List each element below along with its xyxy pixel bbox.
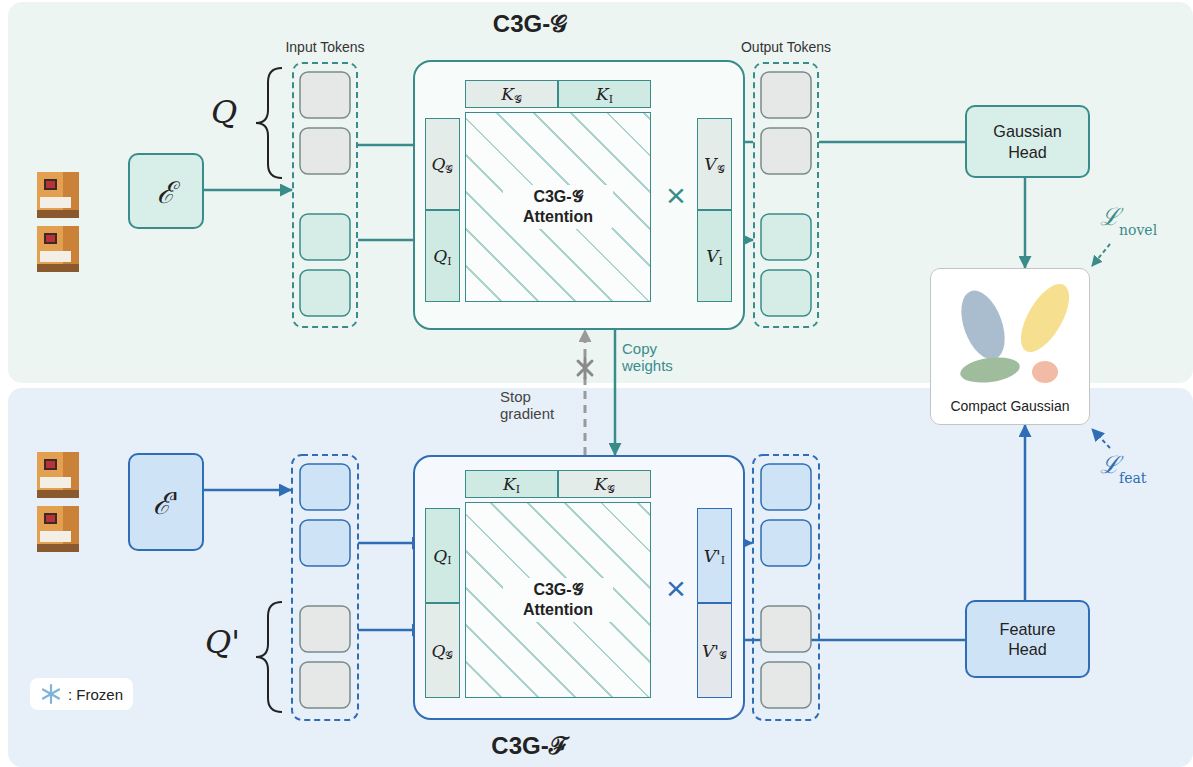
math-label: Q [211, 94, 237, 131]
legend-text: : Frozen [68, 686, 123, 703]
encoder-symbol: ℰ' [153, 482, 179, 523]
connector [1024, 178, 1027, 268]
panel-band: C3G-ℱℰ'×KIK𝒢QIQ𝒢C3G-𝒢 AttentionV'IV'𝒢Fea… [8, 388, 1193, 767]
value-cell: V'I [697, 508, 732, 603]
encoder-box: ℰ [128, 153, 204, 229]
math-subscript: I [447, 255, 451, 268]
value-cell: V'𝒢 [697, 603, 732, 698]
input-photo [37, 172, 79, 218]
math-subscript: 𝒢 [719, 649, 727, 662]
math-subscript: I [609, 93, 613, 106]
head-label: Gaussian Head [967, 121, 1088, 162]
token-group: Output Tokens [753, 62, 819, 328]
input-photo [37, 506, 79, 552]
group-heading: Output Tokens [741, 39, 831, 55]
math-subscript: I [447, 554, 451, 567]
output-box: Compact Gaussian [930, 268, 1090, 425]
key-cell: KI [465, 470, 558, 498]
output-label: Compact Gaussian [950, 398, 1069, 414]
input-photo [37, 226, 79, 272]
query-cell: Q𝒢 [425, 118, 460, 210]
math-subscript: I [718, 255, 722, 268]
math-symbol: Q [433, 246, 447, 266]
math-symbol: Q [432, 641, 446, 661]
token-stack [292, 455, 819, 720]
math-subscript: 𝒢 [607, 483, 615, 496]
loss-leader [1092, 244, 1110, 266]
attention-matrix: C3G-𝒢 Attention [465, 502, 651, 698]
encoder-symbol: ℰ [157, 171, 175, 212]
attention-block: ×K𝒢KIQ𝒢QIC3G-𝒢 AttentionV𝒢VI [413, 60, 745, 330]
math-symbol: K [594, 474, 607, 494]
input-photo [37, 452, 79, 498]
query-cell: QI [425, 210, 460, 302]
key-cell: K𝒢 [558, 470, 651, 498]
panel-title: C3G-ℱ [430, 728, 630, 761]
connector [204, 189, 292, 192]
math-label: novel [1119, 222, 1157, 238]
attention-title: C3G-𝒢 Attention [503, 185, 613, 229]
math-symbol: K [503, 474, 516, 494]
math-subscript: 𝒢 [717, 163, 725, 176]
math-subscript: I [516, 483, 520, 496]
math-subscript: 𝒢 [445, 163, 453, 176]
math-label: ℒ [1100, 204, 1120, 232]
encoder-box: ℰ' [128, 453, 204, 551]
attention-title: C3G-𝒢 Attention [503, 578, 613, 622]
math-symbol: V [704, 154, 716, 174]
attention-matrix: C3G-𝒢 Attention [465, 112, 651, 302]
panel-title: C3G-𝒢 [430, 10, 630, 38]
token-group: Input Tokens [292, 62, 358, 328]
math-symbol: Q [433, 546, 447, 566]
head-box: Feature Head [965, 600, 1090, 678]
query-cell: Q𝒢 [425, 603, 460, 698]
brace [256, 68, 282, 178]
math-subscript: 𝒢 [445, 649, 453, 662]
math-symbol: V' [704, 546, 721, 566]
value-cell: V𝒢 [697, 118, 732, 210]
math-symbol: V' [702, 641, 719, 661]
multiply-sign: × [653, 175, 699, 215]
group-heading: Input Tokens [285, 39, 364, 55]
head-label: Feature Head [967, 619, 1088, 660]
value-cell: VI [697, 210, 732, 302]
math-subscript: 𝒢 [514, 93, 522, 106]
dashed-arrow [584, 330, 587, 455]
brace [256, 602, 282, 712]
connector [614, 330, 617, 455]
snowflake-icon [40, 683, 62, 705]
legend-item: : Frozen [30, 678, 133, 710]
key-cell: K𝒢 [465, 80, 558, 108]
math-symbol: Q [432, 154, 446, 174]
math-symbol: K [596, 84, 609, 104]
query-cell: QI [425, 508, 460, 603]
key-cell: KI [558, 80, 651, 108]
math-label: feat [1119, 470, 1146, 486]
head-box: Gaussian Head [965, 105, 1090, 178]
stop-mark [578, 358, 592, 378]
math-label: ℒ [1100, 452, 1120, 480]
math-label: Q' [205, 624, 240, 661]
connector [819, 141, 965, 144]
loss-leader [1092, 429, 1110, 448]
math-subscript: I [721, 554, 725, 567]
edge-label: Copy weights [622, 340, 698, 375]
math-symbol: V [706, 246, 718, 266]
connector [1024, 425, 1027, 600]
attention-block: ×KIK𝒢QIQ𝒢C3G-𝒢 AttentionV'IV'𝒢 [413, 455, 745, 720]
panel-band: C3G-𝒢ℰInput Tokens×K𝒢KIQ𝒢QIC3G-𝒢 Attenti… [8, 2, 1193, 383]
multiply-sign: × [653, 568, 699, 608]
edge-label: Stop gradient [500, 388, 572, 423]
math-symbol: K [501, 84, 514, 104]
gaussian-illustration [930, 268, 1090, 425]
bottom-panel-ground [8, 388, 1193, 767]
